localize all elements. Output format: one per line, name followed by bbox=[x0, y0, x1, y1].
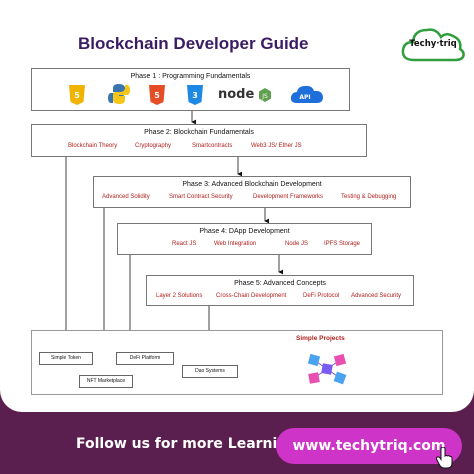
phase-3-title: Phase 3: Advanced Blockchain Development bbox=[182, 181, 322, 188]
phase-5-topic: Layer 2 Solutions bbox=[156, 293, 203, 299]
svg-text:5: 5 bbox=[74, 91, 80, 100]
phase-3-topic: Development Frameworks bbox=[253, 194, 324, 200]
phase-4-title: Phase 4: DApp Development bbox=[199, 228, 290, 235]
project-nft-marketplace: NFT Marketplace bbox=[79, 375, 133, 388]
footer-text: Follow us for more Learning : bbox=[76, 436, 308, 452]
phase-1-box: Phase 1 : Programming Fundamentals 5 5 3… bbox=[31, 68, 350, 111]
svg-text:JS: JS bbox=[261, 93, 268, 100]
hand-cursor-icon bbox=[436, 447, 453, 469]
projects-title: Simple Projects bbox=[296, 335, 345, 342]
page-title: Blockchain Developer Guide bbox=[78, 34, 309, 53]
phase-5-topic: DeFi Protocol bbox=[303, 293, 340, 299]
phase-1-title: Phase 1 : Programming Fundamentals bbox=[130, 73, 251, 80]
project-dao-systems: Dao Systems bbox=[182, 365, 238, 378]
phase-2-topic: Blockchain Theory bbox=[68, 143, 118, 149]
phase-5-box: Phase 5: Advanced Concepts Layer 2 Solut… bbox=[146, 275, 414, 306]
phase-3-topic: Testing & Debugging bbox=[341, 194, 397, 200]
phase-3-topic: Smart Contract Security bbox=[169, 194, 233, 200]
cloud-logo-icon bbox=[401, 28, 465, 62]
phase-2-topic: Smartcontracts bbox=[192, 143, 233, 149]
blockchain-network-icon bbox=[307, 353, 347, 385]
html5-icon: 5 bbox=[69, 85, 85, 105]
phase-3-topic: Advanced Solidity bbox=[102, 194, 150, 200]
phase-4-box: Phase 4: DApp Development React JS Web I… bbox=[117, 223, 372, 255]
svg-text:3: 3 bbox=[192, 91, 198, 100]
python-icon bbox=[108, 84, 130, 104]
phase-2-box: Phase 2: Blockchain Fundamentals Blockch… bbox=[31, 124, 367, 157]
api-label: API bbox=[299, 94, 310, 101]
logo-text: Techy·triq bbox=[409, 39, 457, 49]
website-link[interactable]: www.techytriq.com bbox=[276, 428, 462, 464]
phase-5-topic: Cross-Chain Development bbox=[216, 293, 287, 299]
svg-text:5: 5 bbox=[154, 91, 160, 100]
phase-4-topic: Web Integration bbox=[214, 241, 257, 247]
phase-5-title: Phase 5: Advanced Concepts bbox=[234, 280, 326, 287]
phase-4-topic: IPFS Storage bbox=[324, 241, 361, 247]
api-cloud-icon: API bbox=[290, 85, 323, 103]
phase-1-icons: 5 5 3 node JS API bbox=[32, 83, 349, 105]
phase-2-title: Phase 2: Blockchain Fundamentals bbox=[144, 129, 254, 136]
phase-4-topic: Node JS bbox=[285, 241, 309, 247]
phase-2-topic: Web3 JS/ Ether JS bbox=[251, 143, 302, 149]
phase-5-topic: Advanced Security bbox=[351, 293, 402, 299]
phase-4-topic: React JS bbox=[172, 241, 197, 247]
svg-text:node: node bbox=[218, 87, 254, 102]
phase-3-box: Phase 3: Advanced Blockchain Development… bbox=[93, 176, 411, 208]
project-defi-platform: DeFi Platform bbox=[116, 352, 174, 365]
phase-2-topic: Cryptography bbox=[135, 143, 172, 149]
nodejs-icon: node JS bbox=[218, 87, 271, 102]
project-simple-token: Simple Token bbox=[39, 352, 93, 365]
html5-icon: 5 bbox=[149, 85, 165, 105]
css3-icon: 3 bbox=[187, 85, 203, 105]
